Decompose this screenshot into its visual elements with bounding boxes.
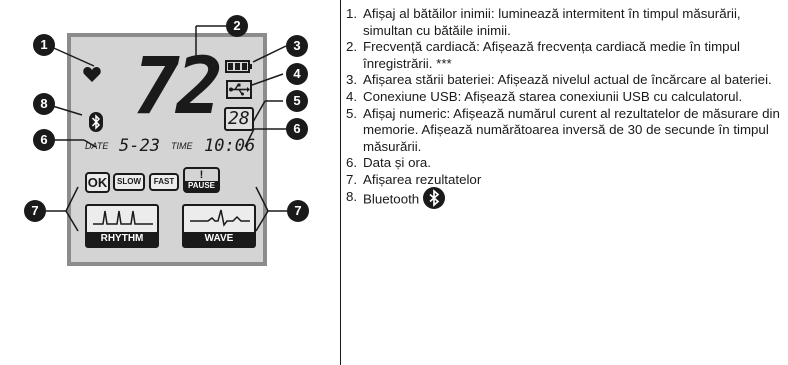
time-value: 10:06 <box>204 136 256 156</box>
memory-counter-box: 28 <box>224 107 254 131</box>
legend-item-8: 8.Bluetooth <box>346 186 782 211</box>
ok-indicator: OK <box>85 172 110 193</box>
pause-mark: ! <box>199 169 204 181</box>
callout-6-left: 6 <box>33 129 55 151</box>
memory-counter-value: 28 <box>228 108 250 129</box>
bluetooth-icon <box>89 112 103 132</box>
legend-list: 1.Afișaj al bătăilor inimii: luminează i… <box>346 6 782 211</box>
callout-3: 3 <box>286 35 308 57</box>
callout-1: 1 <box>33 34 55 56</box>
callout-8: 8 <box>33 93 55 115</box>
ecg-wave-icon <box>190 209 250 227</box>
date-value: 5-23 <box>119 136 160 156</box>
wave-label: WAVE <box>184 232 254 246</box>
callout-4: 4 <box>286 63 308 85</box>
column-divider <box>340 0 341 365</box>
callout-lines <box>45 25 287 232</box>
callout-6-right: 6 <box>286 118 308 140</box>
legend-item-1: 1.Afișaj al bătăilor inimii: luminează i… <box>346 6 741 38</box>
fast-indicator: FAST <box>149 173 179 191</box>
pause-indicator: ! PAUSE <box>183 167 220 193</box>
callout-7-right: 7 <box>287 200 309 222</box>
slow-indicator: SLOW <box>113 173 145 191</box>
heart-rate-value: 72 <box>133 42 223 132</box>
time-label: TIME <box>171 141 193 151</box>
pause-label: PAUSE <box>185 181 218 191</box>
heart-icon <box>83 67 101 82</box>
legend-item-4: 4.Conexiune USB: Afișează starea conexiu… <box>346 88 743 104</box>
callout-5: 5 <box>286 90 308 112</box>
usb-icon <box>226 80 252 99</box>
legend-item-7: 7.Afișarea rezultatelor <box>346 171 482 187</box>
callout-2: 2 <box>226 15 248 37</box>
bluetooth-icon <box>422 186 445 209</box>
battery-icon <box>225 60 252 73</box>
date-label: DATE <box>85 141 109 151</box>
wave-panel: WAVE <box>182 204 256 248</box>
device-diagram: 72 28 DATE <box>0 0 340 365</box>
legend-item-3: 3.Afișarea stării bateriei: Afișează niv… <box>346 72 772 88</box>
legend-item-2: 2.Frecvență cardiacă: Afișează frecvența… <box>346 39 740 71</box>
rhythm-panel: RHYTHM <box>85 204 159 248</box>
rhythm-wave-icon <box>93 210 153 225</box>
legend-item-6: 6.Data și ora. <box>346 155 431 171</box>
rhythm-label: RHYTHM <box>87 232 157 246</box>
lcd-screen: 72 28 DATE <box>67 33 267 266</box>
callout-7-left: 7 <box>24 200 46 222</box>
legend-item-5: 5.Afișaj numeric: Afișează numărul curen… <box>346 105 780 154</box>
